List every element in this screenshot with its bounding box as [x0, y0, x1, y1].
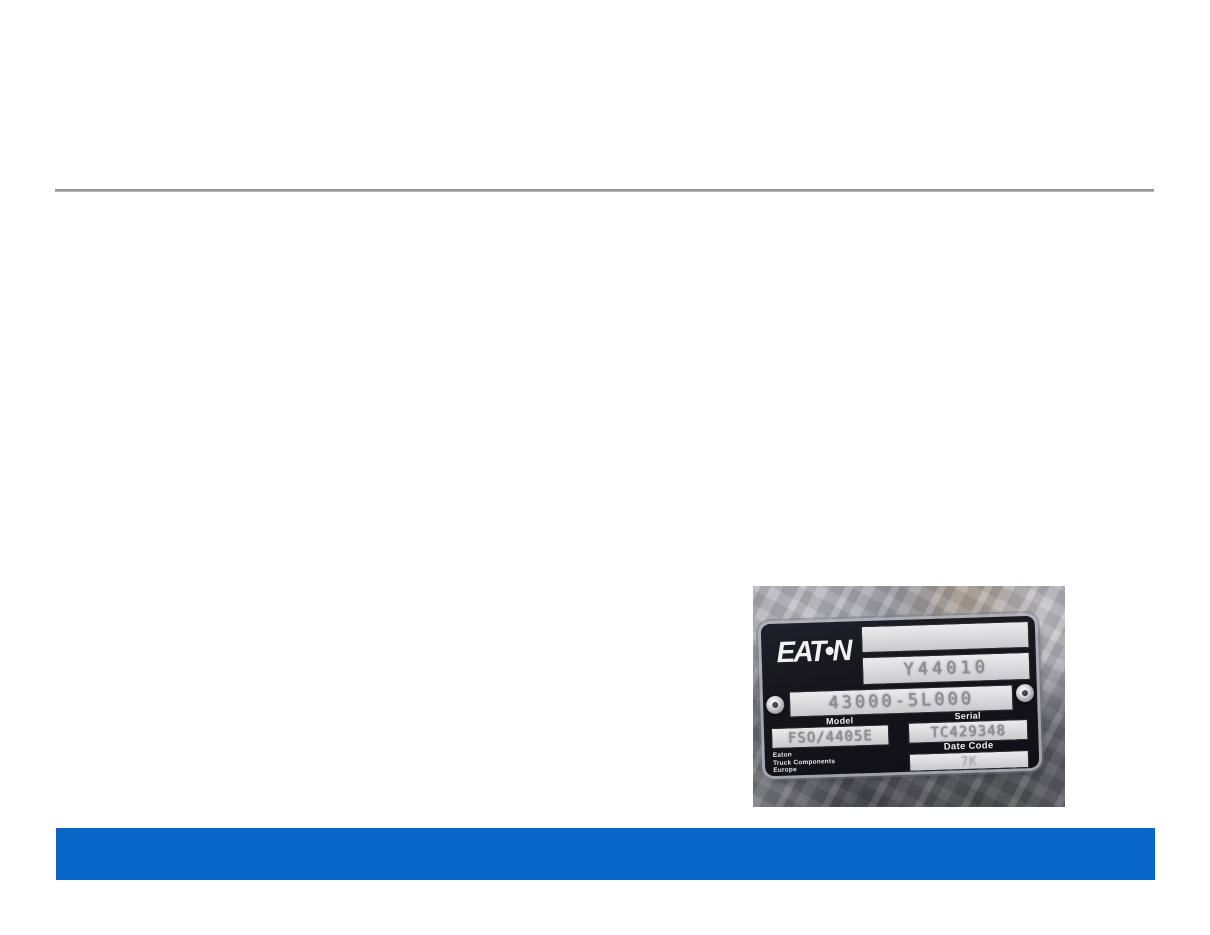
eaton-logo: EAT•N: [776, 633, 852, 669]
plate-box-model: FSO/4405E: [770, 724, 890, 750]
plate-part-number-value: 43000-5L000: [828, 688, 975, 714]
top-divider-rule: [55, 189, 1154, 192]
eaton-nameplate-photo: EAT•N Y44010 43000-5L000 Model Serial FS…: [753, 586, 1065, 807]
date-code-value: 7K: [960, 753, 978, 769]
plate-box-date-code: 7K: [908, 749, 1030, 772]
rivet-left: [765, 695, 785, 715]
manufacturer-text: Eaton Truck Components Europe: [773, 749, 884, 775]
eaton-id-plate: EAT•N Y44010 43000-5L000 Model Serial FS…: [760, 615, 1040, 777]
model-value: FSO/4405E: [787, 727, 873, 747]
plate-box-code: Y44010: [861, 651, 1031, 686]
footer-accent-bar: [56, 828, 1155, 880]
plate-box-empty: [860, 620, 1030, 654]
plate-code-value: Y44010: [903, 657, 990, 680]
rivet-right: [1015, 683, 1035, 703]
serial-value: TC429348: [930, 722, 1007, 741]
